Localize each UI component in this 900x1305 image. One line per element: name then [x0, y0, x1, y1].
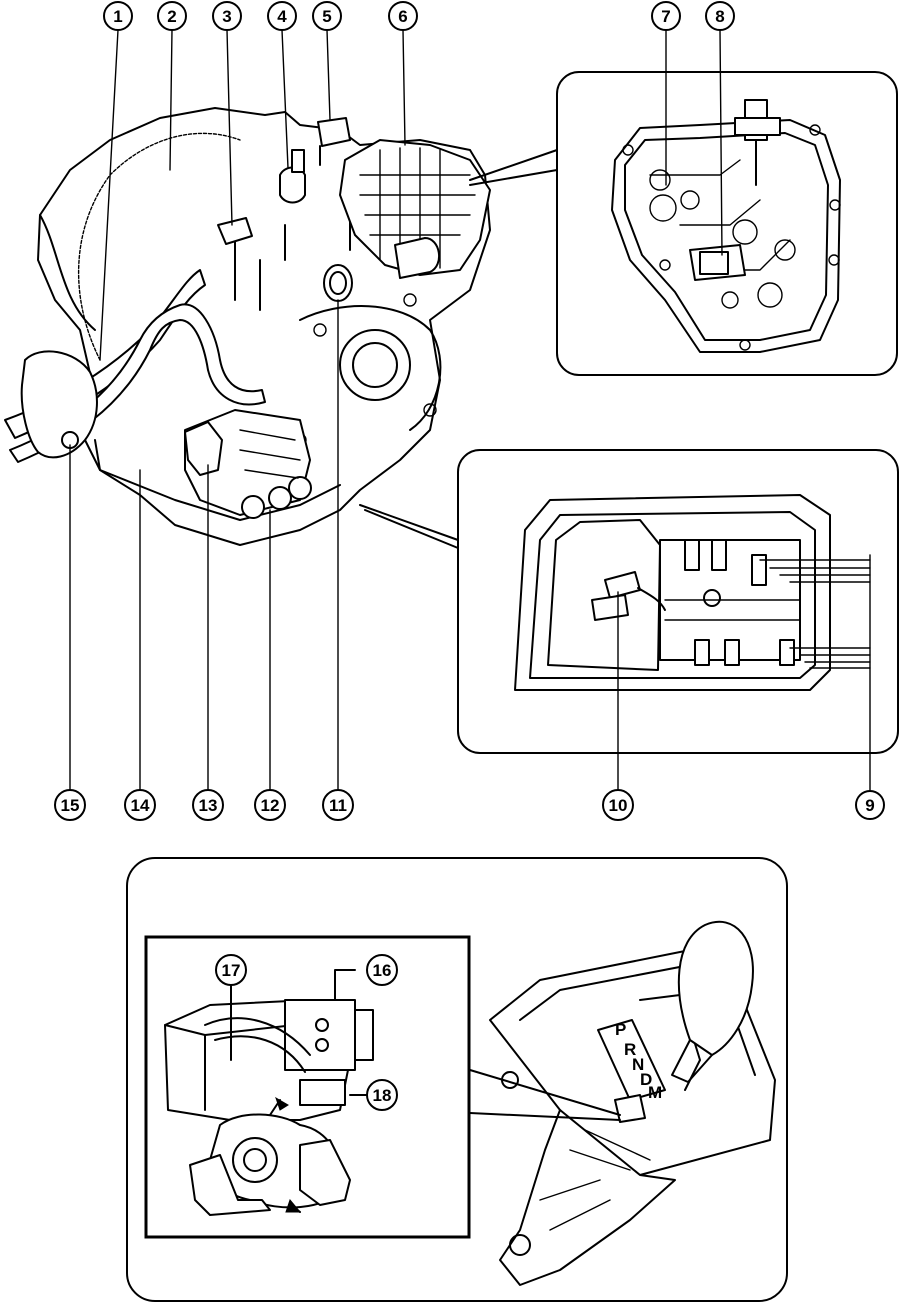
callout-1-label: 1 — [113, 7, 122, 26]
callout-8-label: 8 — [715, 7, 724, 26]
callout-8: 8 — [705, 1, 735, 31]
shift-lever-assembly-detail: P R N D M — [126, 857, 788, 1302]
shift-lever-bracket — [499, 1109, 676, 1286]
callout-14-label: 14 — [131, 796, 150, 815]
callout-14: 14 — [124, 789, 156, 821]
callout-3-label: 3 — [222, 7, 231, 26]
indicator-p: P — [615, 1020, 626, 1039]
callout-11: 11 — [322, 789, 354, 821]
seal-ring — [323, 264, 353, 302]
oil-pan-outline — [514, 494, 831, 691]
callout-1: 1 — [103, 1, 133, 31]
callout-17-label: 17 — [222, 961, 241, 980]
transaxle-assembly — [4, 107, 491, 546]
callout-18-label: 18 — [373, 1086, 392, 1105]
callout-16-label: 16 — [373, 961, 392, 980]
inset-valve-body-top — [469, 71, 898, 376]
callout-4: 4 — [267, 1, 297, 31]
callout-12-label: 12 — [261, 796, 280, 815]
callout-16: 16 — [366, 954, 398, 986]
solenoid-connector — [184, 421, 223, 476]
callout-13: 13 — [192, 789, 224, 821]
shift-interlock-switch-small — [614, 1094, 646, 1123]
callout-15-label: 15 — [61, 796, 80, 815]
callout-15: 15 — [54, 789, 86, 821]
leader-lines — [69, 29, 871, 791]
vehicle-speed-sensor — [217, 217, 253, 245]
callout-11-label: 11 — [329, 796, 347, 815]
control-valve-body-top — [339, 139, 491, 276]
inset-valve-body-bottom — [359, 449, 899, 754]
callout-5-label: 5 — [322, 7, 331, 26]
callout-7: 7 — [651, 1, 681, 31]
callout-5: 5 — [312, 1, 342, 31]
oil-cooler-fitting — [20, 350, 98, 459]
callout-2: 2 — [157, 1, 187, 31]
callout-3: 3 — [212, 1, 242, 31]
callout-10: 10 — [602, 789, 634, 821]
callout-4-label: 4 — [277, 7, 287, 26]
callout-9-label: 9 — [865, 796, 874, 815]
indicator-d: D — [640, 1070, 652, 1089]
indicator-n: N — [632, 1055, 644, 1074]
callout-7-label: 7 — [661, 7, 670, 26]
valve-body-cover — [611, 119, 841, 353]
callout-9: 9 — [855, 790, 885, 820]
indicator-m: M — [648, 1083, 662, 1102]
callout-6: 6 — [388, 1, 418, 31]
shift-knob — [677, 920, 754, 1056]
callout-10-label: 10 — [609, 796, 628, 815]
park-switch-body — [284, 999, 356, 1071]
callout-2-label: 2 — [167, 7, 176, 26]
tr-switch-connector — [317, 117, 351, 147]
callouts: 1 2 3 4 5 6 7 8 9 10 11 12 13 14 15 16 1… — [54, 1, 885, 1111]
callout-18: 18 — [366, 1079, 398, 1111]
callout-13-label: 13 — [199, 796, 218, 815]
callout-17: 17 — [215, 954, 247, 986]
callout-12: 12 — [254, 789, 286, 821]
indicator-r: R — [624, 1040, 636, 1059]
callout-6-label: 6 — [398, 7, 407, 26]
